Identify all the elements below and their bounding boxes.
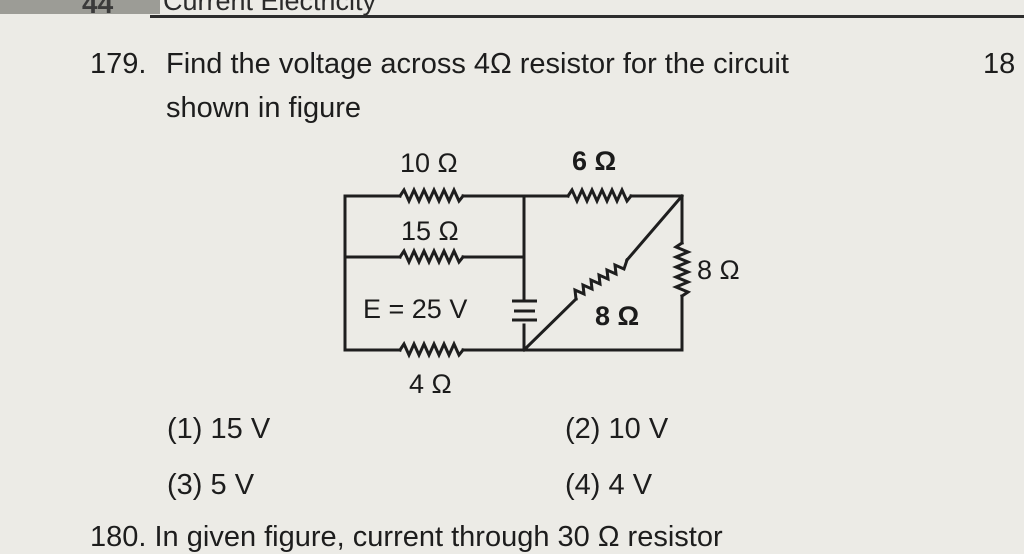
- label-15-ohm: 15 Ω: [401, 216, 459, 246]
- option-2-value: 10 V: [608, 413, 669, 445]
- chapter-number-box: 44: [0, 0, 160, 19]
- chapter-title: Current Electricity: [163, 0, 377, 16]
- resistor-6-ohm: [565, 186, 634, 205]
- option-1-value: 15 V: [210, 413, 271, 445]
- resistor-4-ohm: [397, 340, 466, 359]
- resistor-15-ohm: [397, 247, 466, 266]
- option-3-value: 5 V: [210, 469, 255, 501]
- label-8-ohm-right: 8 Ω: [697, 255, 740, 285]
- label-10-ohm: 10 Ω: [400, 148, 458, 178]
- question-number: 179.: [90, 48, 147, 80]
- option-3-number: (3): [167, 469, 203, 501]
- wire-diagonal-upper: [624, 193, 685, 263]
- header-rule: [150, 15, 1024, 18]
- wire-diagonal-lower: [521, 296, 579, 353]
- option-4-number: (4): [565, 469, 601, 501]
- resistor-8-ohm-diagonal: [573, 258, 629, 301]
- option-3: (3) 5 V: [167, 469, 254, 502]
- label-8-ohm-diagonal: 8 Ω: [595, 301, 639, 331]
- option-2-number: (2): [565, 413, 601, 445]
- option-1-number: (1): [167, 413, 203, 445]
- option-4-value: 4 V: [608, 469, 653, 501]
- battery-symbol: [512, 299, 537, 322]
- resistor-10-ohm: [397, 186, 466, 205]
- label-battery: E = 25 V: [363, 294, 467, 324]
- resistor-8-ohm-right: [672, 240, 692, 299]
- circuit-diagram: 10 Ω 6 Ω 15 Ω 8 Ω 8 Ω 4 Ω E = 25 V: [343, 146, 740, 399]
- question-text-line2: shown in figure: [166, 92, 362, 124]
- option-1: (1) 15 V: [167, 413, 270, 446]
- next-question-text: 180. In given figure, current through 30…: [90, 521, 723, 553]
- option-2: (2) 10 V: [565, 413, 668, 446]
- next-column-fragment: 18: [983, 48, 1016, 80]
- chapter-number: 44: [82, 0, 114, 19]
- label-4-ohm: 4 Ω: [409, 369, 452, 399]
- label-6-ohm: 6 Ω: [572, 146, 616, 176]
- question-text-line1: Find the voltage across 4Ω resistor for …: [166, 48, 789, 80]
- option-4: (4) 4 V: [565, 469, 652, 502]
